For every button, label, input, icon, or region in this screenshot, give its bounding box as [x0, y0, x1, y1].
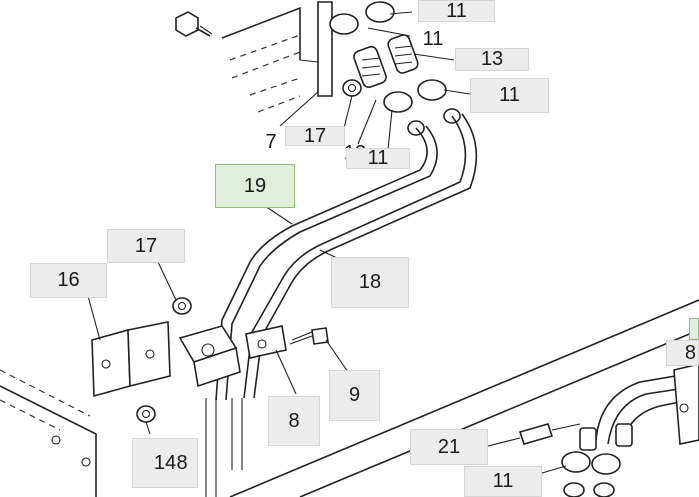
- callout-11-middle[interactable]: 11: [346, 147, 410, 169]
- callout-8-left[interactable]: 8: [172, 448, 192, 478]
- callout-label: 13: [480, 48, 504, 70]
- callout-17-left[interactable]: 17: [107, 229, 185, 263]
- callout-7[interactable]: 7: [252, 124, 290, 160]
- callout-label: 7: [265, 130, 277, 153]
- hydraulic-tubes: [205, 113, 478, 497]
- mounting-plate: [221, 1, 333, 113]
- callout-16[interactable]: 16: [30, 263, 107, 298]
- bolt-part: [175, 11, 213, 37]
- callout-18[interactable]: 18: [331, 257, 409, 308]
- callout-highlight-edge[interactable]: [689, 318, 699, 340]
- clip-and-bolt: [245, 325, 329, 359]
- callout-11-bottom[interactable]: 11: [464, 466, 542, 497]
- callout-label: 11: [422, 27, 444, 50]
- callout-11-right[interactable]: 11: [470, 78, 549, 113]
- callout-11-top[interactable]: 11: [418, 0, 495, 22]
- callout-label: 11: [446, 0, 467, 22]
- callout-17-upper[interactable]: 17: [285, 124, 345, 147]
- callout-label: 18: [358, 271, 382, 293]
- callout-label: 21: [437, 435, 461, 458]
- callout-label: 19: [243, 174, 267, 197]
- callout-label: 16: [57, 269, 80, 291]
- callout-label: 8: [684, 341, 696, 364]
- tube-clamp: [178, 325, 241, 388]
- bracket-part: [91, 297, 192, 423]
- callout-label: 17: [303, 124, 327, 147]
- frame-lower-left: [0, 369, 97, 497]
- callout-13-upper[interactable]: 13: [455, 48, 529, 71]
- lower-right-fittings: [518, 363, 699, 497]
- clamp-fittings-upper: [329, 1, 461, 136]
- callout-11-upper[interactable]: 11: [408, 28, 458, 50]
- callout-label: 9: [348, 384, 361, 406]
- callout-label: 14: [153, 451, 177, 474]
- frame-rail: [229, 299, 699, 497]
- callout-21[interactable]: 21: [410, 429, 488, 465]
- callout-label: 8: [288, 409, 300, 432]
- callout-14[interactable]: 14: [132, 438, 198, 488]
- callout-label: 8: [176, 451, 188, 474]
- callout-8-right[interactable]: 8: [666, 340, 699, 366]
- callout-19[interactable]: 19: [215, 164, 295, 208]
- leader-lines: [87, 11, 567, 481]
- callout-label: 11: [499, 84, 520, 106]
- callout-9[interactable]: 9: [329, 370, 380, 421]
- callout-label: 11: [492, 470, 514, 492]
- callout-label: 17: [134, 234, 158, 257]
- callout-label: 11: [367, 147, 389, 169]
- callout-8-middle[interactable]: 8: [268, 396, 320, 446]
